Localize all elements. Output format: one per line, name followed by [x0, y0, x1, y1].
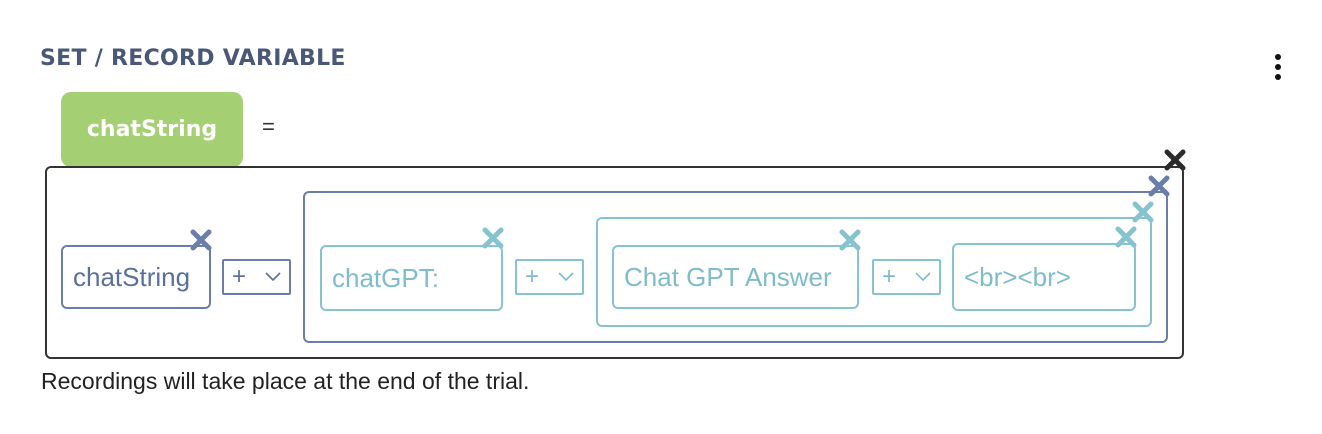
remove-group-icon[interactable] [1146, 173, 1172, 199]
chevron-down-icon [265, 272, 281, 282]
remove-group-icon[interactable] [1130, 199, 1156, 225]
recording-note: Recordings will take place at the end of… [41, 368, 530, 394]
term-field-chatstring[interactable]: chatString [61, 245, 211, 309]
operator-value: + [525, 263, 540, 290]
chevron-down-icon [915, 272, 931, 282]
expression-container [45, 166, 1184, 359]
remove-expression-icon[interactable] [1162, 147, 1188, 173]
operator-select[interactable]: + [872, 259, 941, 295]
kebab-menu-icon[interactable] [1268, 52, 1288, 82]
operator-value: + [882, 263, 897, 290]
remove-term-icon[interactable] [1113, 224, 1139, 250]
operator-select[interactable]: + [515, 259, 584, 295]
inner-nested-group [596, 217, 1152, 327]
operator-value: + [232, 263, 247, 290]
term-field-br[interactable]: <br><br> [952, 243, 1136, 311]
nested-group [303, 191, 1168, 343]
remove-term-icon[interactable] [480, 225, 506, 251]
term-field-chatgpt[interactable]: chatGPT: [320, 245, 503, 311]
remove-term-icon[interactable] [188, 227, 214, 253]
variable-name-pill[interactable]: chatString [61, 92, 243, 167]
remove-term-icon[interactable] [837, 227, 863, 253]
chevron-down-icon [558, 272, 574, 282]
term-field-chat-gpt-answer[interactable]: Chat GPT Answer [612, 245, 859, 309]
operator-select[interactable]: + [222, 259, 291, 295]
equals-sign: = [262, 114, 275, 139]
section-title: SET / RECORD VARIABLE [40, 46, 346, 71]
